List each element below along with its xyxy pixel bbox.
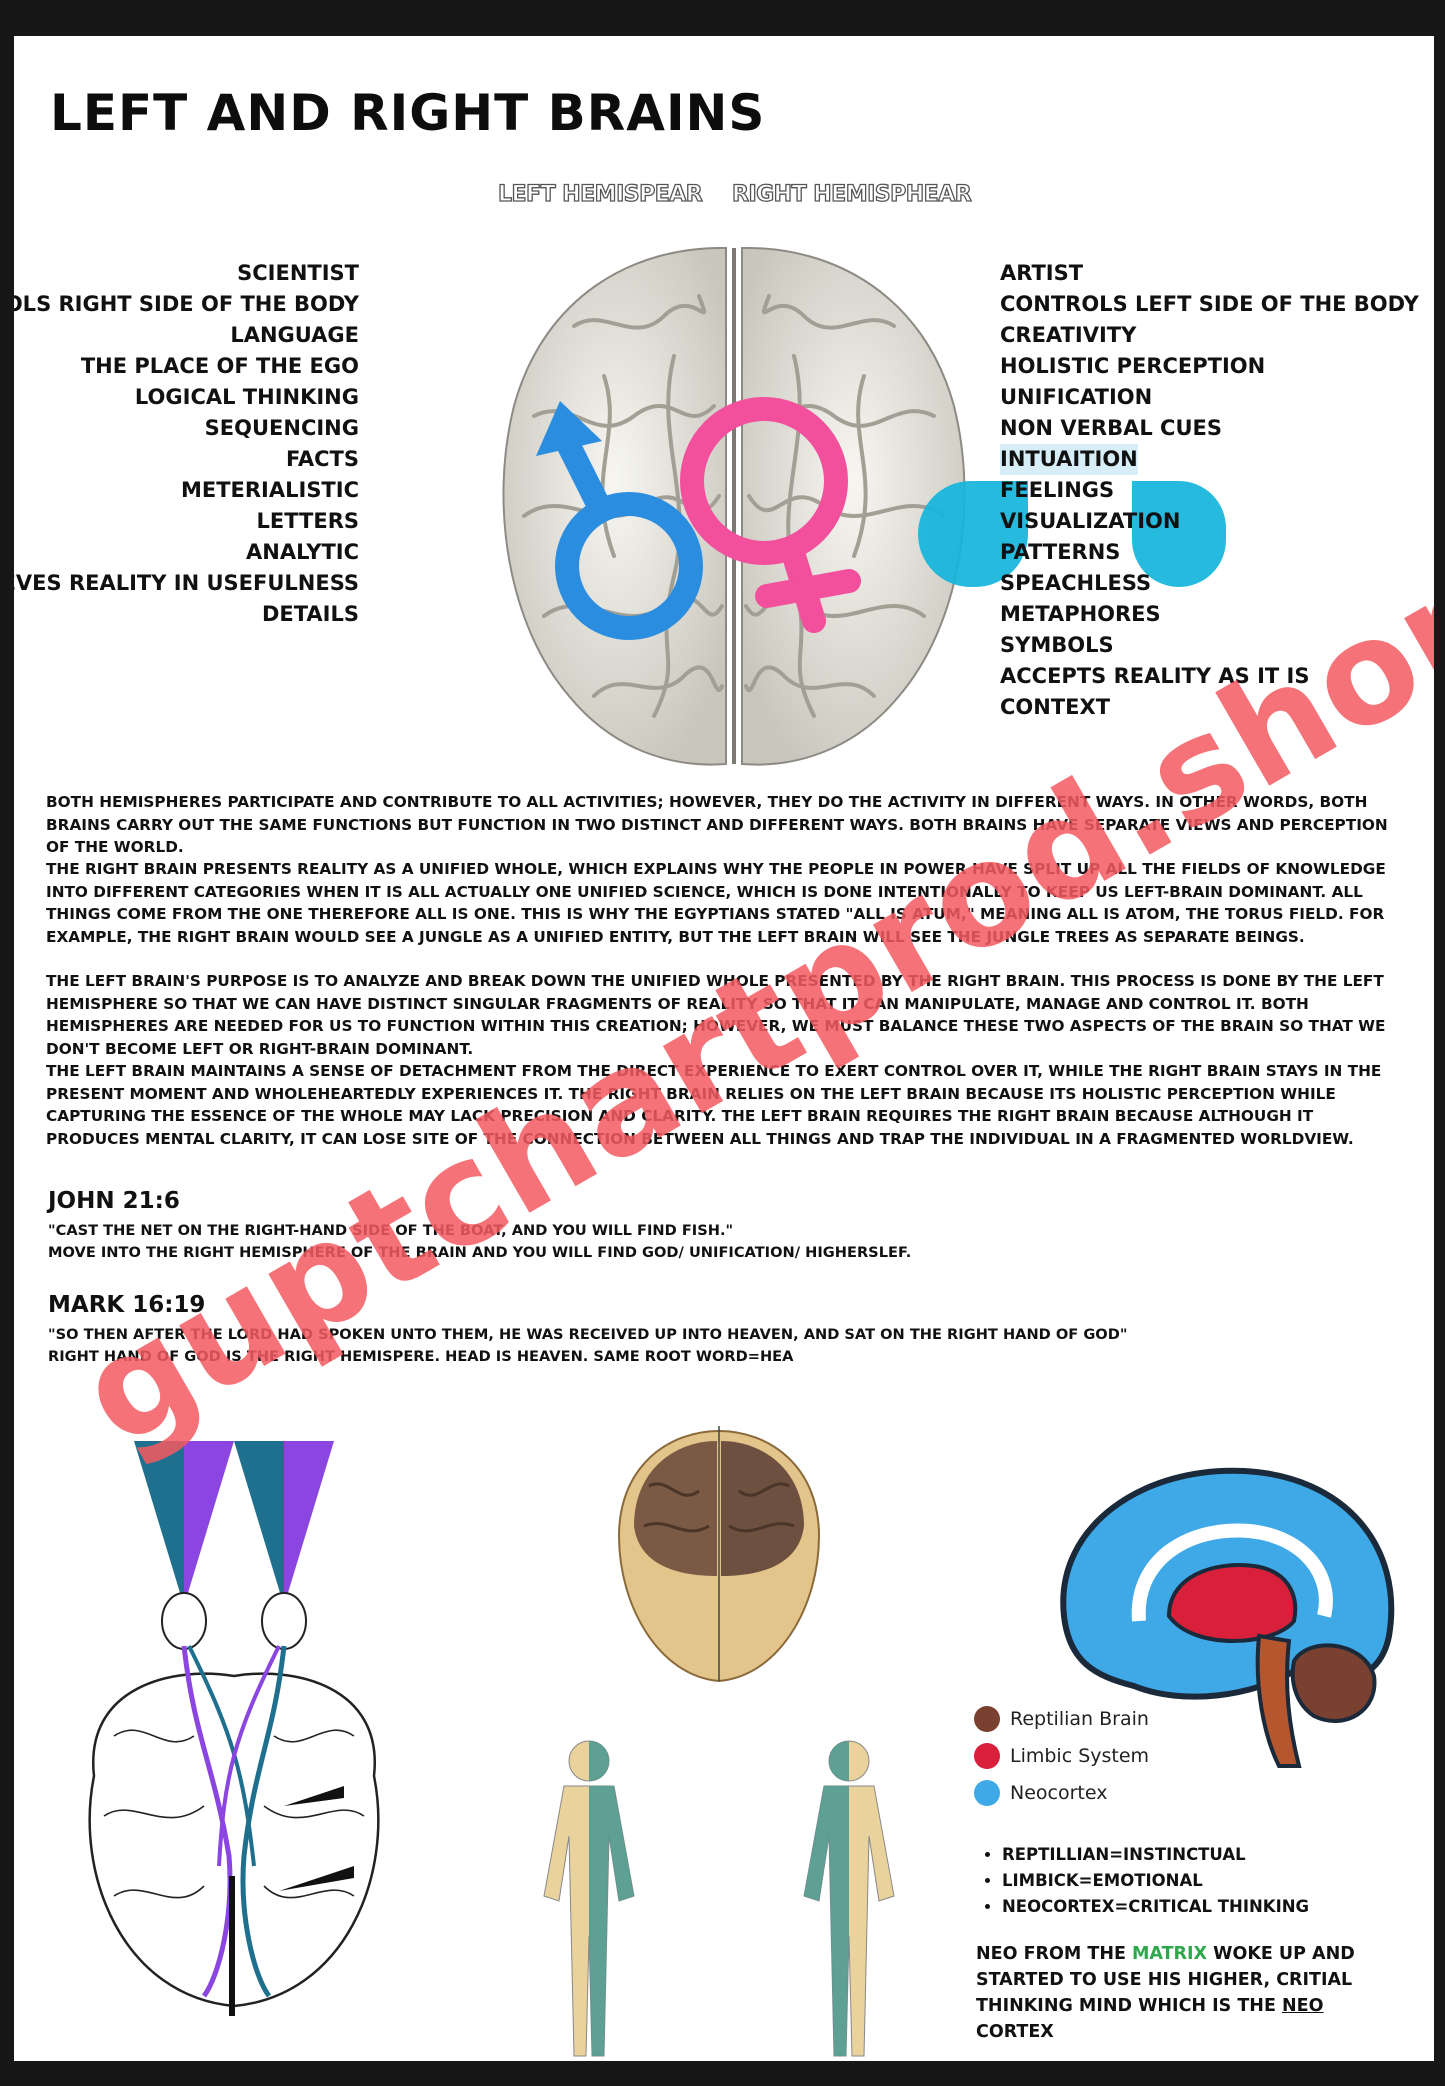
- legend-label: Limbic System: [1010, 1745, 1150, 1767]
- page-title: LEFT AND RIGHT BRAINS: [50, 84, 766, 142]
- neo-note-part: NEO FROM THE: [976, 1944, 1133, 1964]
- neo-note: NEO FROM THE MATRIX WOKE UP AND STARTED …: [976, 1941, 1396, 2045]
- right-trait: INTUAITION: [1000, 444, 1138, 475]
- body-front-right-brain: [803, 1740, 895, 2057]
- left-hemisphere-label: LEFT HEMISPEAR: [497, 181, 703, 207]
- left-trait: FACTS: [285, 447, 359, 471]
- verse-quote: "SO THEN AFTER THE LORD HAD SPOKEN UNTO …: [48, 1326, 1128, 1343]
- paragraph: THE LEFT BRAIN'S PURPOSE IS TO ANALYZE A…: [46, 972, 1386, 1058]
- paragraph: THE LEFT BRAIN MAINTAINS A SENSE OF DETA…: [46, 1062, 1382, 1148]
- brain-function-item: REPTILLIAN=INSTINCTUAL: [1002, 1842, 1309, 1868]
- brain-function-list: REPTILLIAN=INSTINCTUAL LIMBICK=EMOTIONAL…: [984, 1842, 1309, 1920]
- left-trait: CONTROLS RIGHT SIDE OF THE BODY: [14, 292, 359, 316]
- neo-note-part: CORTEX: [976, 2022, 1054, 2042]
- cyan-drop-left: [918, 481, 1028, 587]
- left-trait: THE PLACE OF THE EGO: [80, 354, 359, 378]
- optic-pathway-diagram: [88, 1441, 380, 2016]
- neo-note-neo: NEO: [1282, 1996, 1324, 2016]
- left-brain-traits: SCIENTIST CONTROLS RIGHT SIDE OF THE BOD…: [14, 258, 359, 630]
- left-trait: PERCIEVES REALITY IN USEFULNESS: [14, 571, 359, 595]
- right-hemisphere-label: RIGHT HEMISPHEAR: [731, 181, 972, 207]
- head-hemispheres-illustration: [617, 1426, 821, 1683]
- brain-function-item: NEOCORTEX=CRITICAL THINKING: [1002, 1894, 1309, 1920]
- right-trait: FEELINGS: [1000, 478, 1115, 502]
- cyan-drop-right: [1132, 481, 1226, 587]
- left-trait: LETTERS: [256, 509, 360, 533]
- right-trait: ARTIST: [1000, 261, 1084, 285]
- female-symbol-icon: [680, 397, 861, 633]
- reptilian-color-swatch-icon: [974, 1706, 1000, 1732]
- verse-note: MOVE INTO THE RIGHT HEMISPHERE OF THE BR…: [48, 1244, 912, 1261]
- right-trait: VISUALIZATION: [1000, 509, 1181, 533]
- paragraph: THE RIGHT BRAIN PRESENTS REALITY AS A UN…: [46, 860, 1386, 946]
- right-brain-traits: ARTIST CONTROLS LEFT SIDE OF THE BODY CR…: [1000, 258, 1419, 723]
- right-trait: ACCEPTS REALITY AS IT IS: [1000, 664, 1310, 688]
- brain-top-view-illustration: [502, 246, 966, 766]
- limbic-color-swatch-icon: [974, 1743, 1000, 1769]
- left-trait: SCIENTIST: [237, 261, 359, 285]
- legend-item-reptilian: Reptilian Brain: [974, 1706, 1149, 1732]
- left-trait: DETAILS: [261, 602, 359, 626]
- poster: LEFT AND RIGHT BRAINS LEFT HEMISPEAR RIG…: [14, 36, 1434, 2061]
- right-trait: HOLISTIC PERCEPTION: [1000, 354, 1266, 378]
- right-trait: CREATIVITY: [1000, 323, 1137, 347]
- right-trait: PATTERNS: [1000, 540, 1121, 564]
- left-trait: LANGUAGE: [230, 323, 359, 347]
- legend-label: Reptilian Brain: [1010, 1708, 1149, 1730]
- verse-ref: JOHN 21:6: [48, 1188, 180, 1214]
- legend-item-limbic: Limbic System: [974, 1743, 1149, 1769]
- right-trait: METAPHORES: [1000, 602, 1161, 626]
- right-trait: SPEACHLESS: [1000, 571, 1152, 595]
- verse-quote: "CAST THE NET ON THE RIGHT-HAND SIDE OF …: [48, 1222, 734, 1239]
- left-trait: LOGICAL THINKING: [134, 385, 359, 409]
- neo-note-matrix: MATRIX: [1132, 1944, 1208, 1964]
- neocortex-color-swatch-icon: [974, 1780, 1000, 1806]
- right-trait: UNIFICATION: [1000, 385, 1153, 409]
- left-trait: METERIALISTIC: [180, 478, 359, 502]
- body-front-left-brain: [543, 1740, 635, 2057]
- legend-label: Neocortex: [1010, 1782, 1108, 1804]
- brain-function-item: LIMBICK=EMOTIONAL: [1002, 1868, 1309, 1894]
- triune-brain-illustration: [1060, 1467, 1395, 1768]
- neo-note-part: WOKE UP AND STARTED TO USE HIS HIGHER, C…: [976, 1944, 1355, 2016]
- verse-note: RIGHT HAND OF GOD IS THE RIGHT HEMISPERE…: [48, 1348, 794, 1365]
- right-trait: CONTEXT: [1000, 695, 1111, 719]
- right-trait: CONTROLS LEFT SIDE OF THE BODY: [1000, 292, 1419, 316]
- right-trait: SYMBOLS: [1000, 633, 1114, 657]
- left-trait: SEQUENCING: [204, 416, 359, 440]
- verse-ref: MARK 16:19: [48, 1292, 206, 1318]
- left-trait: ANALYTIC: [246, 540, 359, 564]
- right-trait: NON VERBAL CUES: [1000, 416, 1222, 440]
- paragraph: BOTH HEMISPHERES PARTICIPATE AND CONTRIB…: [46, 793, 1388, 856]
- legend-item-neocortex: Neocortex: [974, 1780, 1107, 1806]
